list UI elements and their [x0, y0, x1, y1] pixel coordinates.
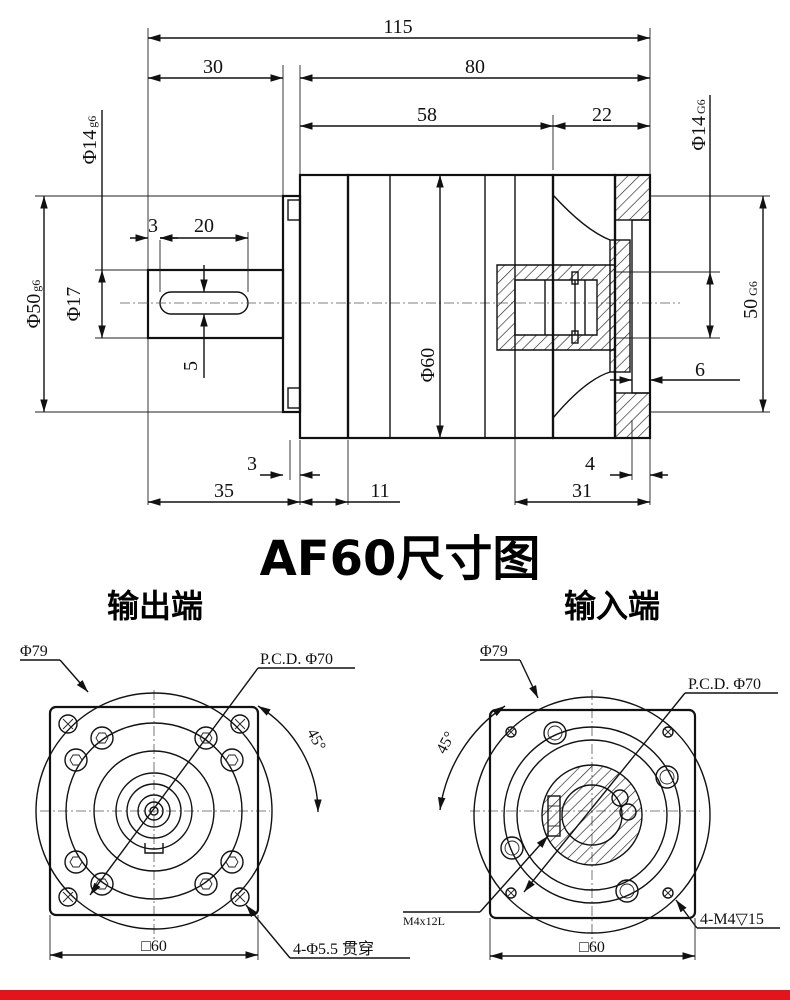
dim-input-bore-tol: G6 [694, 99, 708, 114]
dim-body-front: 58 [417, 104, 437, 126]
input-screw: M4x12L [403, 914, 445, 928]
gear-ring [346, 173, 555, 440]
dim-rear-len: 31 [572, 480, 592, 502]
input-threads: 4-M4▽15 [700, 911, 764, 928]
dim-shaft-length: 30 [203, 56, 223, 78]
output-angle: 45° [303, 726, 329, 754]
input-coupling [496, 264, 616, 351]
dim-input-depth: 6 [695, 359, 705, 381]
svg-text:Φ14G6: Φ14G6 [688, 99, 710, 150]
dim-overall-length: 115 [383, 16, 412, 38]
output-outer-dia: Φ79 [20, 643, 48, 660]
input-pcd: P.C.D. Φ70 [688, 676, 761, 693]
page-title: AF60尺寸图 [260, 531, 541, 587]
input-angle: 45° [433, 729, 459, 757]
side-view: 115 30 80 58 22 Φ50g6 Φ17 Φ14g6 [23, 16, 770, 506]
output-end-view: Φ79 P.C.D. Φ70 45° □60 4-Φ5.5 贯穿 [20, 643, 410, 960]
svg-text:Φ14g6: Φ14g6 [79, 116, 101, 165]
output-end-label: 输出端 [107, 587, 203, 625]
dim-key-width: 5 [180, 361, 202, 371]
dim-key-length: 20 [194, 215, 214, 237]
dim-input-pilot-tol: G6 [746, 281, 760, 296]
output-flange [281, 194, 302, 414]
output-pcd: P.C.D. Φ70 [260, 651, 333, 668]
front-housing [298, 173, 350, 440]
dim-input-pilot: 50 [740, 299, 762, 319]
dim-key-offset: 3 [148, 215, 158, 237]
dim-shaft-tol: g6 [85, 116, 99, 128]
dim-pilot-tol: g6 [29, 280, 43, 292]
output-holes: 4-Φ5.5 贯穿 [293, 940, 374, 958]
svg-text:50G6: 50G6 [740, 281, 762, 319]
input-end-view: Φ79 P.C.D. Φ70 45° □60 M4x12L 4-M4▽15 [403, 643, 780, 960]
input-square: □60 [579, 939, 605, 956]
dim-flange-thk: 3 [247, 453, 257, 475]
input-hatched-hub [541, 764, 643, 866]
dim-body-length: 80 [465, 56, 485, 78]
input-outer-dia: Φ79 [480, 643, 508, 660]
input-end-label: 输入端 [564, 587, 660, 625]
accent-bar [0, 990, 790, 1000]
dim-output-len: 35 [214, 480, 234, 502]
dim-shaft-dia: Φ14 [79, 130, 101, 165]
dim-body-rear: 22 [592, 104, 612, 126]
output-mount-holes [58, 714, 250, 907]
dim-shaft-step-dia: Φ17 [63, 287, 85, 322]
dim-pilot-dia: Φ50 [23, 294, 45, 329]
input-tapped-holes [505, 726, 674, 899]
svg-text:Φ50g6: Φ50g6 [23, 280, 45, 329]
output-square: □60 [141, 938, 167, 955]
dim-rear-recess: 4 [585, 453, 595, 475]
dim-body-dia: Φ60 [417, 348, 439, 383]
output-shaft [146, 268, 285, 340]
dim-ring-width: 11 [370, 480, 389, 502]
hex-bolts [64, 726, 244, 896]
dim-input-bore-dia: Φ14 [688, 116, 710, 151]
